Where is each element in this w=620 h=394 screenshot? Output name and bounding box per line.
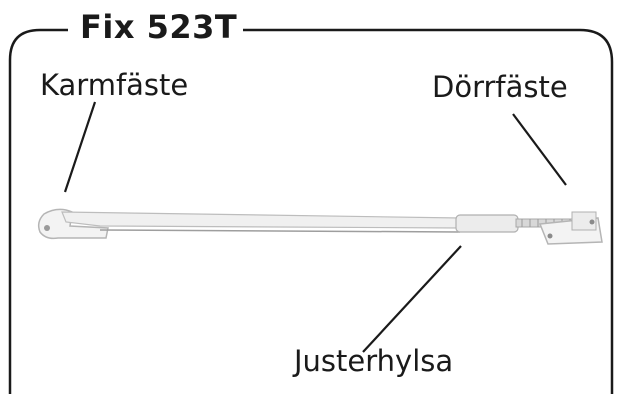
leader-line-door-mount — [512, 113, 567, 186]
adjusting-sleeve-label: Justerhylsa — [294, 344, 454, 378]
leader-line-frame-mount — [63, 101, 97, 193]
door-bracket-block — [571, 211, 597, 231]
frame-mount-bracket — [37, 208, 109, 240]
closer-arm — [61, 211, 461, 229]
bracket-hole-1 — [44, 225, 50, 231]
door-mount-label: Dörrfäste — [432, 70, 568, 104]
product-title: Fix 523T — [74, 6, 244, 48]
frame-border — [8, 28, 614, 394]
adjusting-sleeve-body — [455, 214, 519, 233]
frame-mount-label: Karmfäste — [40, 68, 189, 102]
door-bracket-hole-1 — [547, 233, 553, 239]
door-closer-illustration — [37, 208, 603, 245]
arm-edge-line — [99, 229, 461, 233]
leader-line-adjusting-sleeve — [362, 245, 462, 353]
door-bracket-hole-2 — [589, 219, 595, 225]
